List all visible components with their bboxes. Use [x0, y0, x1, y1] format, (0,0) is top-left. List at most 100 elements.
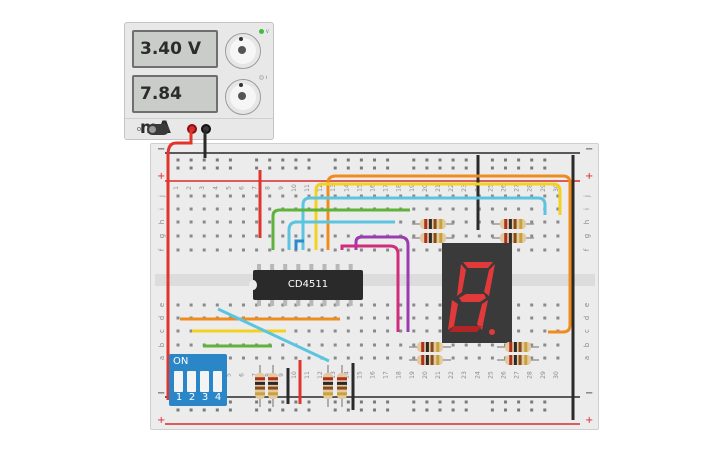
dip-switch-4[interactable]: [213, 371, 222, 392]
segment-e: [448, 300, 458, 330]
chip-notch: [249, 280, 257, 290]
resistor-band: [508, 233, 512, 243]
row-letter: f: [158, 248, 166, 251]
hole: [530, 234, 534, 238]
ic-pin: [335, 264, 340, 271]
row-letter: j: [583, 195, 591, 198]
rail-hole: [268, 400, 272, 404]
cd4511-chip[interactable]: CD4511: [249, 270, 363, 300]
hole: [517, 194, 521, 198]
resistor-band: [519, 233, 523, 243]
column-number: 5: [225, 186, 232, 190]
rail-hole: [530, 400, 534, 404]
ic-pin: [348, 264, 353, 271]
rail-hole: [281, 408, 285, 412]
resistor-band: [268, 386, 278, 390]
hole: [215, 234, 219, 238]
resistor-band: [337, 392, 347, 396]
rail-hole: [386, 400, 390, 404]
hole: [425, 194, 429, 198]
rail-hole: [294, 166, 298, 170]
rail-hole: [333, 400, 337, 404]
resistor-band: [337, 386, 347, 390]
hole: [189, 234, 193, 238]
cyan-wire-top: [301, 196, 547, 250]
rail-hole: [451, 408, 455, 412]
hole: [359, 329, 363, 333]
hole: [307, 194, 311, 198]
current-knob[interactable]: [225, 79, 261, 115]
cyan-wire-mid: [287, 220, 395, 250]
dip-label-1: 1: [175, 392, 183, 403]
dip-switch-3[interactable]: [200, 371, 209, 392]
hole: [215, 303, 219, 307]
resistor-band: [425, 355, 429, 365]
hole: [425, 207, 429, 211]
hole: [451, 356, 455, 360]
resistor-band: [255, 381, 265, 385]
hole: [333, 248, 337, 252]
hole: [228, 248, 232, 252]
hole: [320, 343, 324, 347]
rail-hole: [202, 408, 206, 412]
top-left-minus: −: [157, 144, 166, 155]
hole: [412, 303, 416, 307]
rail-hole: [373, 158, 376, 162]
hole: [425, 316, 429, 320]
ic-pin: [257, 264, 261, 271]
dip-switch-2[interactable]: [187, 371, 196, 392]
resistor-band: [255, 392, 265, 396]
rail-hole: [176, 158, 180, 162]
hole: [268, 207, 272, 211]
hole: [438, 316, 442, 320]
column-number: 26: [501, 371, 508, 379]
rail-hole: [202, 158, 206, 162]
hole: [530, 329, 534, 333]
resistor-band: [428, 219, 432, 229]
hole: [412, 248, 416, 252]
voltage-knob[interactable]: [225, 33, 261, 69]
column-number: 22: [448, 371, 455, 379]
cv-led-label: V: [266, 29, 269, 34]
rail-hole: [438, 166, 442, 170]
resistor-band: [513, 342, 517, 352]
rail-hole: [504, 166, 507, 170]
column-number: 2: [186, 186, 193, 190]
dip-switch-1[interactable]: [174, 371, 183, 392]
hole: [504, 194, 507, 198]
rail-hole: [490, 158, 494, 162]
hole: [346, 248, 350, 252]
hole: [176, 303, 180, 307]
rail-hole: [425, 400, 429, 404]
hole: [242, 194, 245, 198]
resistor-band: [424, 233, 428, 243]
segment-c: [477, 300, 488, 330]
rail-hole: [464, 166, 468, 170]
hole: [359, 303, 363, 307]
column-number: 28: [527, 371, 534, 379]
dip-switch[interactable]: ON 1 2 3 4: [169, 354, 227, 406]
hole: [255, 356, 259, 360]
rail-hole: [346, 400, 350, 404]
rail-hole: [490, 408, 494, 412]
rail-hole: [412, 158, 416, 162]
hole: [438, 303, 442, 307]
hole: [556, 234, 560, 238]
row-letter: g: [158, 234, 166, 238]
column-number: 19: [409, 184, 416, 192]
rail-hole: [307, 400, 311, 404]
ic-pins: [257, 264, 353, 306]
power-switch[interactable]: [147, 124, 169, 135]
hole: [451, 207, 455, 211]
rail-hole: [373, 166, 376, 170]
hole: [386, 356, 390, 360]
column-number: 18: [396, 184, 403, 192]
column-number: 1: [173, 186, 180, 190]
hole: [543, 248, 547, 252]
resistor-band: [430, 355, 434, 365]
rail-hole: [228, 408, 232, 412]
rail-hole: [176, 166, 180, 170]
ic-pin: [270, 264, 275, 271]
rail-hole: [359, 158, 363, 162]
hole: [320, 329, 324, 333]
